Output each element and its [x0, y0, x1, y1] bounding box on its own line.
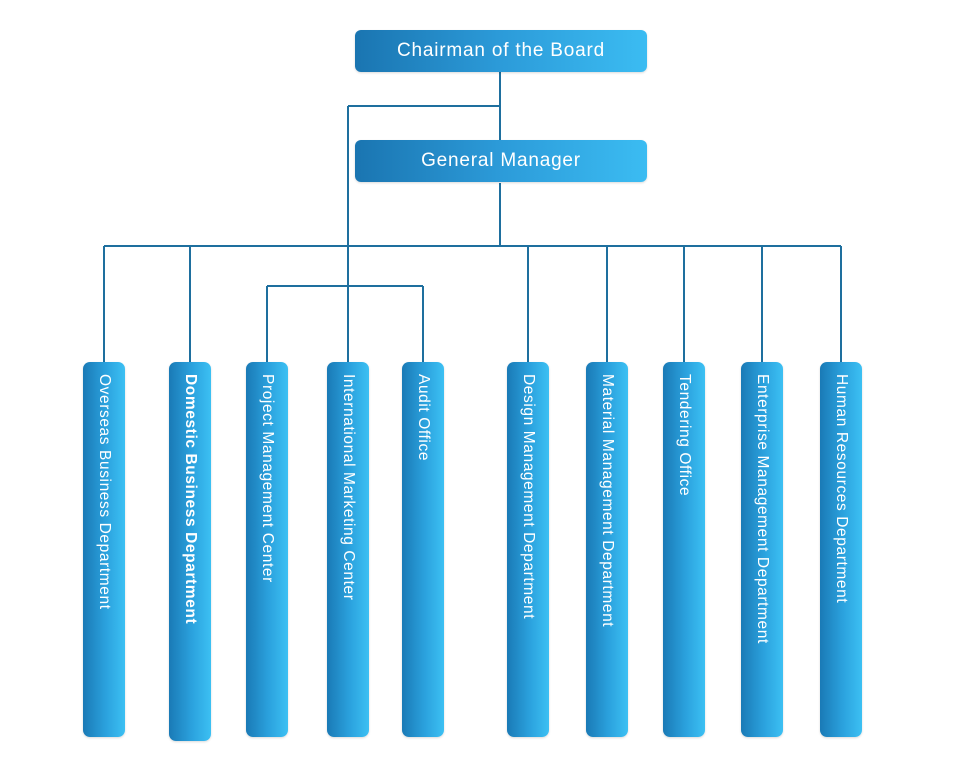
dept-domestic-business: Domestic Business Department — [169, 362, 211, 741]
dept-overseas-business: Overseas Business Department — [83, 362, 125, 737]
dept-project-management: Project Management Center — [246, 362, 288, 737]
general-manager-label: General Manager — [421, 150, 581, 171]
dept-label: Overseas Business Department — [96, 374, 113, 610]
dept-label: Tendering Office — [676, 374, 693, 497]
dept-tendering-office: Tendering Office — [663, 362, 705, 737]
dept-design-management: Design Management Department — [507, 362, 549, 737]
dept-international-marketing: International Marketing Center — [327, 362, 369, 737]
dept-human-resources: Human Resources Department — [820, 362, 862, 737]
dept-label: Enterprise Management Department — [754, 374, 771, 644]
dept-label: Audit Office — [415, 374, 432, 462]
dept-material-management: Material Management Department — [586, 362, 628, 737]
dept-audit-office: Audit Office — [402, 362, 444, 737]
dept-label: International Marketing Center — [340, 374, 357, 601]
dept-label: Domestic Business Department — [182, 374, 199, 625]
dept-enterprise-management: Enterprise Management Department — [741, 362, 783, 737]
dept-label: Material Management Department — [599, 374, 616, 628]
dept-label: Design Management Department — [520, 374, 537, 620]
dept-label: Human Resources Department — [833, 374, 850, 604]
chairman-box: Chairman of the Board — [355, 30, 647, 72]
general-manager-box: General Manager — [355, 140, 647, 182]
chairman-label: Chairman of the Board — [397, 40, 605, 61]
dept-label: Project Management Center — [259, 374, 276, 583]
